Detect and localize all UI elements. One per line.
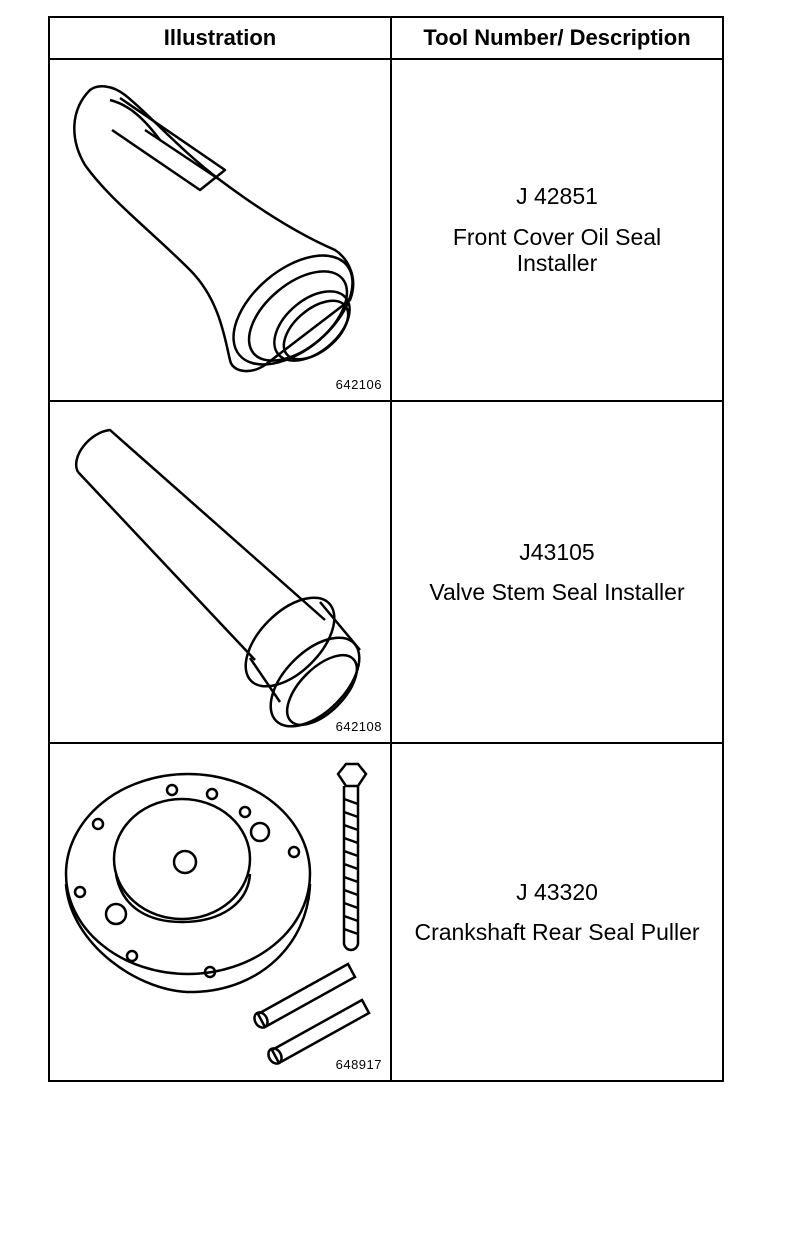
tool-description: Crankshaft Rear Seal Puller (414, 919, 700, 945)
row-divider (50, 400, 722, 402)
figure-number: 642106 (335, 377, 382, 392)
description-cell-3: J 43320 Crankshaft Rear Seal Puller (392, 744, 722, 1080)
illustration-cell-3: 648917 (50, 744, 390, 1080)
figure-number: 642108 (335, 719, 382, 734)
tool-description: Front Cover Oil Seal Installer (452, 223, 662, 277)
column-divider (390, 18, 392, 1080)
header-tool-description: Tool Number/ Description (423, 25, 691, 50)
tool-description: Valve Stem Seal Installer (429, 579, 685, 605)
tool-number: J 42851 (516, 183, 598, 210)
figure-number: 648917 (335, 1057, 382, 1072)
valve-stem-seal-installer-drawing (75, 428, 361, 728)
illustration-cell-1: 642106 (50, 60, 390, 400)
tool-table: Illustration Tool Number/ Description 64… (48, 16, 724, 1082)
header-divider (50, 58, 722, 60)
crankshaft-rear-seal-puller-drawing (64, 762, 371, 1065)
front-cover-seal-installer-drawing (73, 85, 355, 373)
tool-number: J 43320 (516, 878, 598, 905)
description-cell-2: J43105 Valve Stem Seal Installer (392, 402, 722, 742)
description-cell-1: J 42851 Front Cover Oil Seal Installer (392, 60, 722, 400)
illustration-cell-2: 642108 (50, 402, 390, 742)
header-illustration: Illustration (163, 25, 277, 50)
tool-number: J43105 (519, 538, 595, 565)
row-divider (50, 742, 722, 744)
